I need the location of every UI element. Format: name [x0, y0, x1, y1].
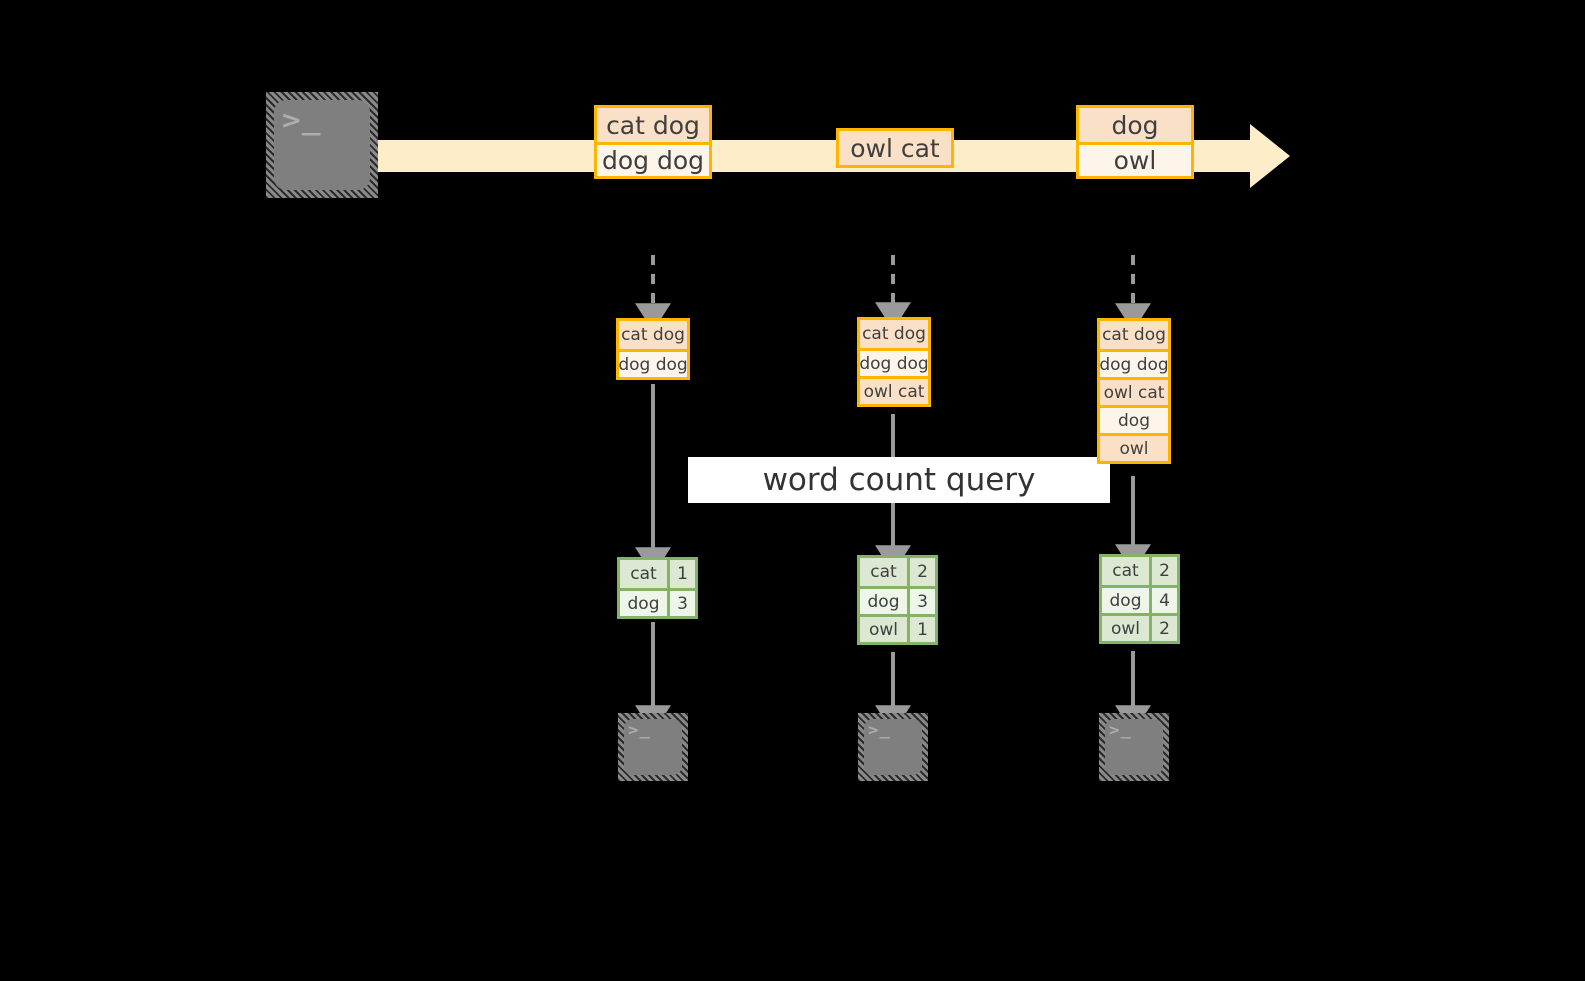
stage-2-word: dog [867, 591, 900, 612]
stream-event-2-line-1: owl cat [839, 131, 951, 165]
stage-3-input-row: owl cat [1100, 377, 1168, 405]
stage-2-input-row: owl cat [860, 376, 928, 404]
terminal-screen [1105, 719, 1163, 775]
terminal-screen [624, 719, 682, 775]
stage-3-input-row: dog dog [1099, 349, 1169, 377]
stage-3-count: 4 [1149, 588, 1177, 613]
stream-event-1-line-1: cat dog [597, 108, 709, 142]
table-row: dog 3 [860, 586, 935, 614]
terminal-screen [864, 719, 922, 775]
stage-1-input-records[interactable]: cat dog dog dog [616, 318, 690, 380]
stage-1-input-row: dog dog [618, 349, 688, 377]
stage-2-input-row: dog dog [859, 348, 929, 376]
stream-event-2[interactable]: owl cat [836, 128, 954, 168]
terminal-prompt-label: >_ [867, 720, 891, 739]
terminal-prompt-label: >_ [627, 720, 651, 739]
stage-3-word: cat [1112, 561, 1139, 581]
stage-1-word: dog [627, 593, 660, 614]
query-banner-label: word count query [762, 462, 1036, 498]
stage-2-input-row: cat dog [860, 320, 928, 348]
stage-1-consumer-terminal-icon[interactable]: >_ [618, 713, 688, 781]
stage-1-count: 1 [667, 560, 695, 588]
stage-3-input-row: cat dog [1100, 321, 1168, 349]
stage-2-result-table[interactable]: cat 2 dog 3 owl 1 [857, 555, 938, 645]
stage-3-word: owl [1110, 618, 1141, 639]
table-row: dog 3 [620, 588, 695, 616]
stage-3-word: dog [1109, 590, 1142, 611]
stage-3-result-table[interactable]: cat 2 dog 4 owl 2 [1099, 554, 1180, 644]
stage-2-count: 1 [907, 617, 935, 642]
stream-event-3-line-2: owl [1079, 142, 1191, 176]
terminal-screen [274, 100, 370, 190]
stage-2-count: 3 [907, 589, 935, 614]
stage-3-input-row: dog [1100, 405, 1168, 433]
table-row: dog 4 [1102, 585, 1177, 613]
stream-arrow-icon [1250, 124, 1290, 188]
table-row: cat 2 [1102, 557, 1177, 585]
table-row: owl 2 [1102, 613, 1177, 641]
stage-1-word: cat [630, 564, 657, 584]
stream-event-3[interactable]: dog owl [1076, 105, 1194, 179]
stage-1-result-table[interactable]: cat 1 dog 3 [617, 557, 698, 619]
stage-3-input-records[interactable]: cat dog dog dog owl cat dog owl [1097, 318, 1171, 464]
stream-event-3-line-1: dog [1079, 108, 1191, 142]
stage-2-word: owl [868, 619, 899, 640]
terminal-prompt-label: >_ [281, 104, 322, 136]
stage-3-consumer-terminal-icon[interactable]: >_ [1099, 713, 1169, 781]
stage-1-count: 3 [667, 591, 695, 616]
stage-2-input-records[interactable]: cat dog dog dog owl cat [857, 317, 931, 407]
table-row: cat 1 [620, 560, 695, 588]
table-row: owl 1 [860, 614, 935, 642]
producer-terminal-icon[interactable]: >_ [266, 92, 378, 198]
stage-3-count: 2 [1149, 616, 1177, 641]
stage-1-input-row: cat dog [619, 321, 687, 349]
query-banner: word count query [688, 457, 1110, 503]
stream-event-1-line-2: dog dog [597, 142, 709, 176]
stream-event-1[interactable]: cat dog dog dog [594, 105, 712, 179]
stage-2-consumer-terminal-icon[interactable]: >_ [858, 713, 928, 781]
stage-2-word: cat [870, 562, 897, 582]
stage-2-count: 2 [907, 558, 935, 586]
stage-3-count: 2 [1149, 557, 1177, 585]
table-row: cat 2 [860, 558, 935, 586]
stage-3-input-row: owl [1100, 433, 1168, 461]
terminal-prompt-label: >_ [1108, 720, 1132, 739]
